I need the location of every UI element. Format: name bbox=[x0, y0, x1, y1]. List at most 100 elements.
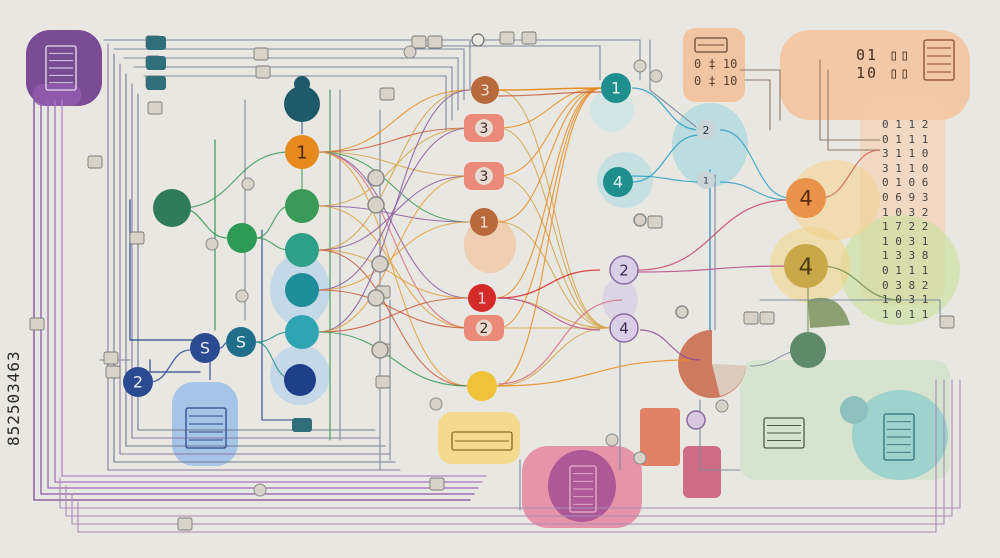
connector-pad bbox=[427, 35, 443, 49]
digit-line: 3 1 1 0 bbox=[882, 147, 929, 161]
connection-line bbox=[495, 297, 611, 329]
connection-line bbox=[317, 175, 471, 333]
teal-pad bbox=[146, 36, 166, 50]
node-circle bbox=[285, 189, 319, 223]
connection-line bbox=[497, 87, 603, 91]
connection-line bbox=[631, 175, 707, 183]
node-label: S bbox=[200, 339, 210, 358]
connection-line bbox=[317, 151, 469, 387]
node-label: 1 bbox=[477, 289, 487, 307]
trace-line bbox=[827, 69, 881, 151]
connection-line bbox=[317, 221, 471, 291]
connection-line bbox=[631, 87, 701, 131]
purple-chip-shadow bbox=[33, 84, 81, 106]
teal-pad bbox=[292, 418, 312, 432]
trace-line bbox=[61, 99, 487, 477]
connector-pad bbox=[103, 351, 119, 365]
connection-line bbox=[317, 89, 471, 153]
node-circle bbox=[367, 196, 385, 214]
connection-line bbox=[497, 359, 691, 387]
digit-line: 0 1 1 1 bbox=[882, 132, 929, 146]
teal-pad bbox=[146, 76, 166, 90]
digit-line: 0 3 8 2 bbox=[882, 278, 929, 292]
connection-line bbox=[317, 249, 469, 299]
node-circle bbox=[467, 371, 497, 401]
digit-line: 10 ▯▯ bbox=[856, 64, 912, 82]
connector-pad bbox=[255, 65, 271, 79]
digit-line: 1 7 2 2 bbox=[882, 220, 929, 234]
node-n-s-2: S bbox=[226, 327, 256, 357]
connector-pad bbox=[129, 231, 145, 245]
node-n-left-2: 2 bbox=[123, 367, 153, 397]
connection-line bbox=[497, 269, 601, 299]
node-circle bbox=[294, 76, 310, 92]
pill-n-salmon-1: 3 bbox=[464, 114, 504, 142]
connection-line bbox=[317, 151, 471, 223]
junction-dot bbox=[605, 433, 619, 447]
connection-line bbox=[497, 299, 623, 385]
node-label: 3 bbox=[480, 121, 489, 137]
trace-line bbox=[33, 99, 471, 501]
node-label: 1 bbox=[479, 213, 489, 231]
trace-line bbox=[419, 45, 601, 81]
connection-line bbox=[497, 175, 611, 329]
trace-line bbox=[819, 59, 881, 141]
connection-line bbox=[317, 205, 471, 329]
circuit-traces bbox=[33, 39, 961, 533]
node-label: 1 bbox=[703, 176, 709, 186]
connection-line bbox=[497, 87, 603, 177]
connection-line bbox=[317, 297, 469, 333]
node-n-lav-1: 2 bbox=[609, 255, 639, 285]
node-label: 4 bbox=[619, 319, 629, 337]
connector-pad bbox=[743, 311, 759, 325]
connection-line bbox=[317, 151, 471, 177]
digit-line: 1 0 1 1 bbox=[882, 307, 929, 321]
node-n-red-1: 1 bbox=[468, 284, 496, 312]
trace-line bbox=[71, 379, 945, 525]
green-leaf bbox=[808, 297, 850, 328]
connection-line bbox=[317, 127, 471, 291]
connector-pad bbox=[29, 317, 45, 331]
panel-b-digits: 01 ▯▯10 ▯▯ bbox=[856, 46, 911, 82]
connection-line bbox=[179, 151, 291, 209]
trace-line bbox=[40, 99, 475, 495]
junction-dot bbox=[429, 397, 443, 411]
trace-line bbox=[133, 66, 453, 121]
teal-pad bbox=[146, 56, 166, 70]
lime-blob bbox=[840, 215, 960, 325]
node-circle bbox=[675, 305, 689, 319]
trace-line bbox=[107, 43, 401, 471]
orange-block bbox=[640, 408, 680, 466]
connection-line bbox=[819, 149, 881, 199]
yellow-panel bbox=[438, 412, 520, 464]
connection-line bbox=[255, 331, 291, 343]
junction-dot bbox=[403, 45, 417, 59]
chip-icon-peach bbox=[923, 39, 955, 81]
trace-line bbox=[759, 299, 941, 321]
chip-icon-yellow bbox=[451, 431, 513, 451]
trace-line bbox=[54, 99, 483, 483]
connection-line bbox=[495, 87, 603, 387]
trace-line bbox=[261, 229, 301, 421]
connection-line bbox=[497, 87, 603, 329]
connection-line bbox=[497, 91, 603, 97]
digit-line: 01 ▯▯ bbox=[856, 46, 912, 64]
junction-dot bbox=[715, 399, 729, 413]
connector-pad bbox=[105, 365, 121, 379]
node-n-brown-top: 3 bbox=[471, 76, 499, 104]
digit-line: 0 6 9 3 bbox=[882, 190, 929, 204]
peach-panel-small bbox=[683, 28, 745, 102]
connector-pad bbox=[521, 31, 537, 45]
connection-line bbox=[255, 205, 291, 239]
connector-pad bbox=[429, 477, 445, 491]
trace-line bbox=[744, 79, 771, 131]
trace-line bbox=[649, 39, 701, 131]
connection-line bbox=[497, 87, 603, 129]
connector-pad bbox=[87, 155, 103, 169]
node-circle bbox=[153, 189, 191, 227]
node-label: 3 bbox=[480, 169, 489, 185]
connection-line bbox=[317, 205, 471, 223]
